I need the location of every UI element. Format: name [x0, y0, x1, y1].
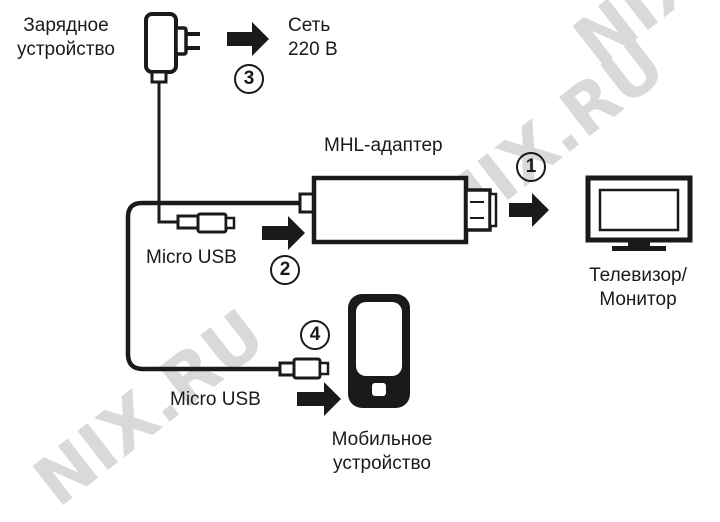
micro-usb-plug-top-icon — [176, 212, 236, 234]
mains-label: Сеть 220 В — [288, 15, 338, 60]
arrow-right-icon — [227, 22, 269, 56]
arrow-right-icon — [297, 382, 341, 416]
step-badge-1: 1 — [516, 152, 546, 182]
step-badge-2: 2 — [270, 255, 300, 285]
adapter-label: MHL-адаптер — [324, 135, 443, 156]
charger-cable — [157, 82, 178, 224]
charger-label: Зарядное устройство — [17, 15, 115, 60]
tv-monitor-icon — [585, 175, 693, 251]
micro-usb-top-label: Micro USB — [146, 247, 237, 268]
connection-diagram — [125, 12, 693, 416]
charger-icon — [144, 12, 200, 84]
step-badge-4: 4 — [300, 320, 330, 350]
mobile-device-icon — [348, 294, 410, 408]
micro-usb-bottom-label: Micro USB — [170, 389, 261, 410]
mobile-cable — [125, 200, 300, 372]
mobile-label: Мобильное устройство — [331, 429, 433, 474]
step-badge-3: 3 — [234, 64, 264, 94]
tv-label: Телевизор/ Монитор — [589, 265, 687, 310]
mhl-adapter-icon — [298, 175, 498, 245]
arrow-right-icon — [262, 216, 305, 250]
micro-usb-plug-bottom-icon — [278, 357, 330, 380]
arrow-right-icon — [509, 193, 549, 227]
